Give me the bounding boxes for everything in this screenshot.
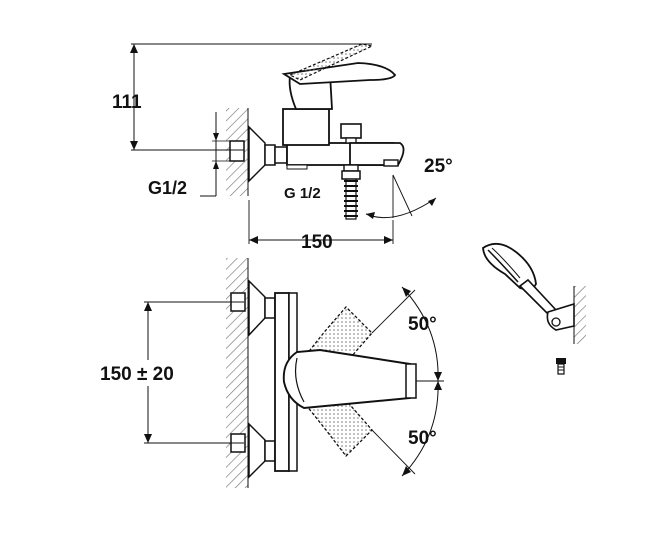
dim-outlet-thread: G 1/2 [284, 185, 321, 202]
hand-shower [482, 242, 586, 375]
wall-bottom [226, 258, 248, 488]
dim-lever-angle-down: 50° [408, 428, 437, 449]
dim-projection: 150 [301, 232, 333, 253]
escutcheon-upper [248, 279, 266, 337]
escutcheon-lower [248, 422, 266, 479]
diverter-knob [340, 123, 362, 139]
dim-spout-angle: 25° [424, 156, 453, 177]
dim-inlet-spacing: 150 ± 20 [100, 364, 174, 385]
hose-connector [344, 180, 358, 217]
side-view [130, 43, 437, 244]
front-view [144, 258, 444, 488]
wall-nut-top [229, 140, 245, 162]
lever-front [282, 349, 411, 409]
shower-handle [518, 278, 558, 315]
cartridge-housing [282, 108, 330, 146]
wall-shower [574, 286, 586, 344]
lever-raised-position [288, 43, 374, 81]
bracket-screw [556, 358, 566, 364]
dim-wall-thread: G1/2 [148, 178, 187, 198]
lever-side [281, 62, 397, 85]
dim-lever-angle-up: 50° [408, 314, 437, 335]
escutcheon-top [248, 125, 266, 183]
dim-lever-height: 111 [112, 92, 142, 113]
